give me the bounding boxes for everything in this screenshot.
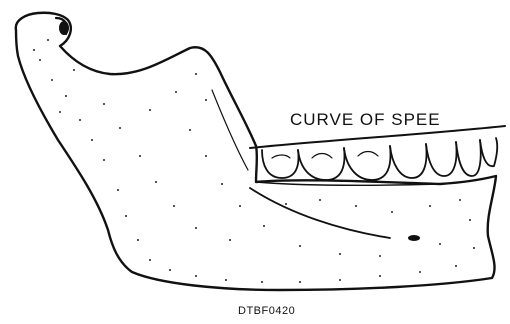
mental-foramen <box>408 235 420 241</box>
mandible-outline <box>16 13 496 290</box>
ramus-inner-ridge <box>212 90 248 170</box>
condyle-fossa <box>59 21 69 35</box>
molar-1 <box>262 150 298 178</box>
premolar-1 <box>390 144 426 178</box>
canine <box>456 140 481 176</box>
incisors <box>480 138 497 166</box>
mylohyoid-line <box>250 188 390 238</box>
bone-stipple <box>33 39 475 283</box>
figure-code-label: DTBF0420 <box>238 305 295 317</box>
molar-2 <box>298 148 344 180</box>
curve-of-spee-label: CURVE OF SPEE <box>290 110 441 130</box>
premolar-2 <box>426 142 457 176</box>
